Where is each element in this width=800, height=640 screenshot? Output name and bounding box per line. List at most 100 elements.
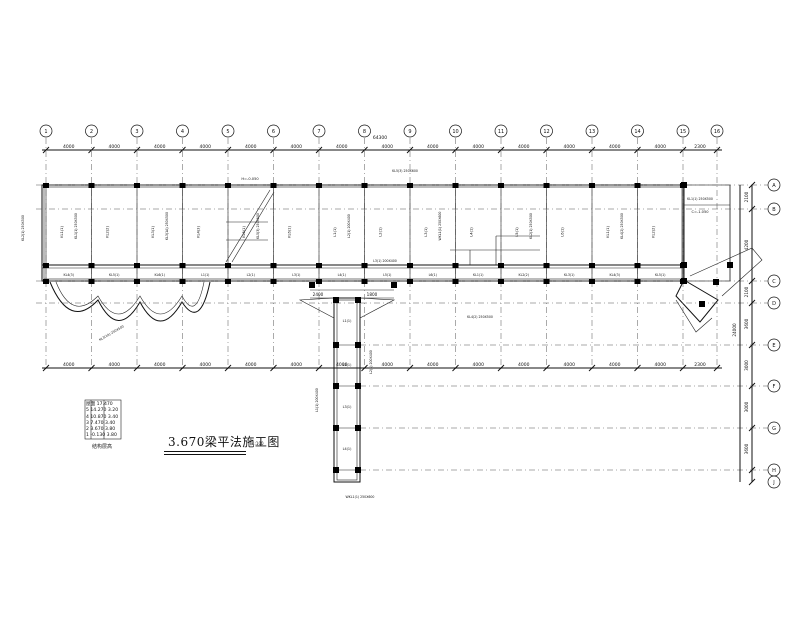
corridor-beam-label: L3(1) bbox=[343, 405, 353, 409]
axis-label: 7 bbox=[317, 129, 320, 135]
column bbox=[681, 262, 687, 268]
bottom-dimension: 4000 bbox=[564, 362, 576, 368]
corridor-beam-label: KL4(3) bbox=[64, 273, 74, 277]
axis-label: E bbox=[772, 343, 775, 349]
top-dimension: 4000 bbox=[427, 144, 439, 150]
span-beam-label: L1(1) bbox=[333, 227, 337, 237]
span-beam-label: KL6(1) bbox=[287, 226, 291, 238]
dimension-tick bbox=[748, 341, 756, 349]
column bbox=[333, 425, 339, 431]
top-dimension: 4000 bbox=[655, 144, 667, 150]
column bbox=[407, 183, 413, 188]
axis-bubble bbox=[176, 124, 189, 138]
column bbox=[134, 279, 140, 284]
column bbox=[361, 279, 368, 284]
dimension-tick bbox=[179, 364, 186, 372]
drawing-title: 3.670梁平法施工图 bbox=[168, 435, 280, 449]
axis-label: 1 bbox=[44, 129, 47, 135]
corridor-beam-label: KL4(3) bbox=[610, 273, 620, 277]
column bbox=[543, 279, 550, 284]
axis-label: 5 bbox=[226, 129, 229, 135]
right-dimension: 3000 bbox=[744, 401, 749, 412]
column bbox=[270, 183, 277, 188]
dimension-tick bbox=[748, 181, 756, 189]
dimension-tick bbox=[543, 364, 550, 372]
top-dimension: 4000 bbox=[291, 144, 303, 150]
dimension-tick bbox=[88, 146, 95, 154]
dimension-tick bbox=[748, 382, 756, 390]
corridor-beam-label: L4(1) bbox=[338, 273, 346, 277]
beam-annotation: KL3(1A) 250X500 bbox=[165, 212, 169, 240]
corridor-beam-label: L2(1) bbox=[343, 363, 353, 367]
drawing-scale: 1:100 bbox=[252, 441, 264, 446]
right-dimension: 3000 bbox=[744, 360, 749, 371]
elevation-note: C=-1.050 bbox=[691, 210, 709, 214]
bottom-dimension: 4000 bbox=[518, 362, 530, 368]
axis-bubble bbox=[767, 296, 781, 310]
axis-bubble bbox=[767, 421, 781, 435]
dimension-tick bbox=[270, 146, 277, 154]
beam-annotation: KL4(2) 250X500 bbox=[467, 315, 493, 319]
dimension-tick bbox=[270, 364, 277, 372]
beam-annotation: WKL1(1) 250X600 bbox=[346, 495, 375, 499]
corridor-beam-label: KL6(1) bbox=[155, 273, 165, 277]
top-dimension: 4000 bbox=[154, 144, 166, 150]
span-beam-label: L2(1) bbox=[378, 227, 382, 237]
column bbox=[407, 263, 413, 268]
top-dimension: 2300 bbox=[694, 144, 706, 150]
beam-annotation: L2(1) 200X400 bbox=[347, 214, 351, 238]
column bbox=[498, 263, 504, 268]
column bbox=[589, 279, 595, 284]
axis-bubble bbox=[676, 124, 690, 138]
bottom-dimension: 4000 bbox=[154, 362, 166, 368]
span-beam-label: L5(1) bbox=[515, 227, 519, 237]
bottom-dimension: 4000 bbox=[109, 362, 121, 368]
dimension-tick bbox=[497, 364, 505, 372]
axis-bubble bbox=[39, 124, 53, 138]
column bbox=[452, 263, 459, 268]
span-beam-label: KL1(1) bbox=[60, 226, 64, 238]
column bbox=[270, 279, 277, 284]
dimension-tick bbox=[42, 146, 50, 154]
column bbox=[681, 278, 687, 284]
column bbox=[309, 282, 315, 288]
column bbox=[316, 183, 322, 188]
right-dimension: 3600 bbox=[744, 443, 749, 454]
dimension-tick bbox=[133, 364, 141, 372]
level-row: 2 3.670 3.80 bbox=[86, 427, 116, 433]
column bbox=[43, 279, 49, 284]
axis-bubble bbox=[767, 274, 781, 288]
axis-label: 6 bbox=[272, 129, 275, 135]
corridor-beam-label: L3(1) bbox=[292, 273, 300, 277]
axis-bubble bbox=[710, 124, 724, 138]
top-dimension: 4000 bbox=[200, 144, 212, 150]
level-table-caption: 结构层高 bbox=[92, 444, 113, 450]
corridor-beam-label: KL5(1) bbox=[109, 273, 119, 277]
column bbox=[727, 262, 733, 268]
dimension-tick bbox=[748, 277, 756, 285]
axis-bubble bbox=[312, 124, 326, 138]
dimension-tick bbox=[133, 146, 141, 154]
beam-annotation: KL1(1) 250X500 bbox=[74, 213, 78, 239]
axis-label: 8 bbox=[363, 129, 366, 135]
axis-bubble bbox=[494, 124, 508, 138]
axis-label: G bbox=[772, 426, 776, 432]
axis-bubble bbox=[85, 124, 98, 138]
column bbox=[333, 342, 339, 348]
span-beam-label: KL4(3) bbox=[196, 226, 200, 238]
dimension-tick bbox=[748, 424, 756, 432]
dimension-tick bbox=[179, 146, 186, 154]
beam-annotation: L3(1) 200X400 bbox=[373, 259, 397, 263]
column bbox=[634, 183, 641, 188]
plan-geometry bbox=[36, 149, 770, 483]
column bbox=[634, 263, 641, 268]
axis-label: 16 bbox=[714, 129, 720, 135]
column bbox=[88, 183, 95, 188]
beam-annotation: KL2(1) 250X500 bbox=[529, 213, 533, 239]
corridor-beam-label: L4(1) bbox=[343, 447, 353, 451]
column bbox=[699, 301, 705, 307]
axis-label: 13 bbox=[589, 129, 595, 135]
dimension-tick bbox=[406, 146, 414, 154]
right-dimension: 4200 bbox=[744, 239, 749, 250]
axis-bubble bbox=[267, 124, 280, 138]
